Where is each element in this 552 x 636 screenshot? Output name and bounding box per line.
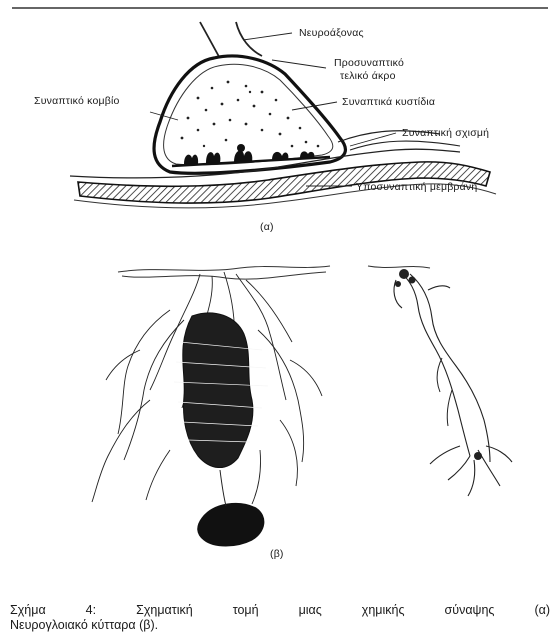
glial-cells-drawing — [0, 250, 552, 590]
fibrous-glial-cell — [394, 272, 512, 496]
label-synaptic-vesicles: Συναπτικά κυστίδια — [342, 96, 435, 108]
label-presynaptic-line2: τελικό άκρο — [340, 70, 396, 82]
panel-label-b: (β) — [270, 548, 284, 560]
perivascular-endfoot — [198, 503, 264, 546]
panel-label-a: (α) — [260, 221, 274, 233]
label-postsynaptic-membrane: Υποσυναπτική μεμβράνη — [356, 181, 477, 193]
label-presynaptic-line1: Προσυναπτικό — [334, 57, 404, 69]
figure-caption: Σχήμα 4: Σχηματική τομή μιας χημικής σύν… — [10, 603, 550, 633]
surface-fibres — [118, 266, 430, 279]
astrocyte-body — [174, 313, 268, 468]
label-synaptic-bouton: Συναπτικό κομβίο — [34, 95, 120, 107]
synapse-diagram — [0, 0, 552, 240]
label-synaptic-cleft: Συναπτική σχισμή — [402, 127, 489, 139]
glial-cell-soma — [395, 269, 482, 460]
label-axon: Νευροάξονας — [299, 27, 364, 39]
caption-line-2: Νευρογλοιακό κύτταρα (β). — [10, 618, 550, 633]
caption-line-1: Σχήμα 4: Σχηματική τομή μιας χημικής σύν… — [10, 603, 550, 618]
